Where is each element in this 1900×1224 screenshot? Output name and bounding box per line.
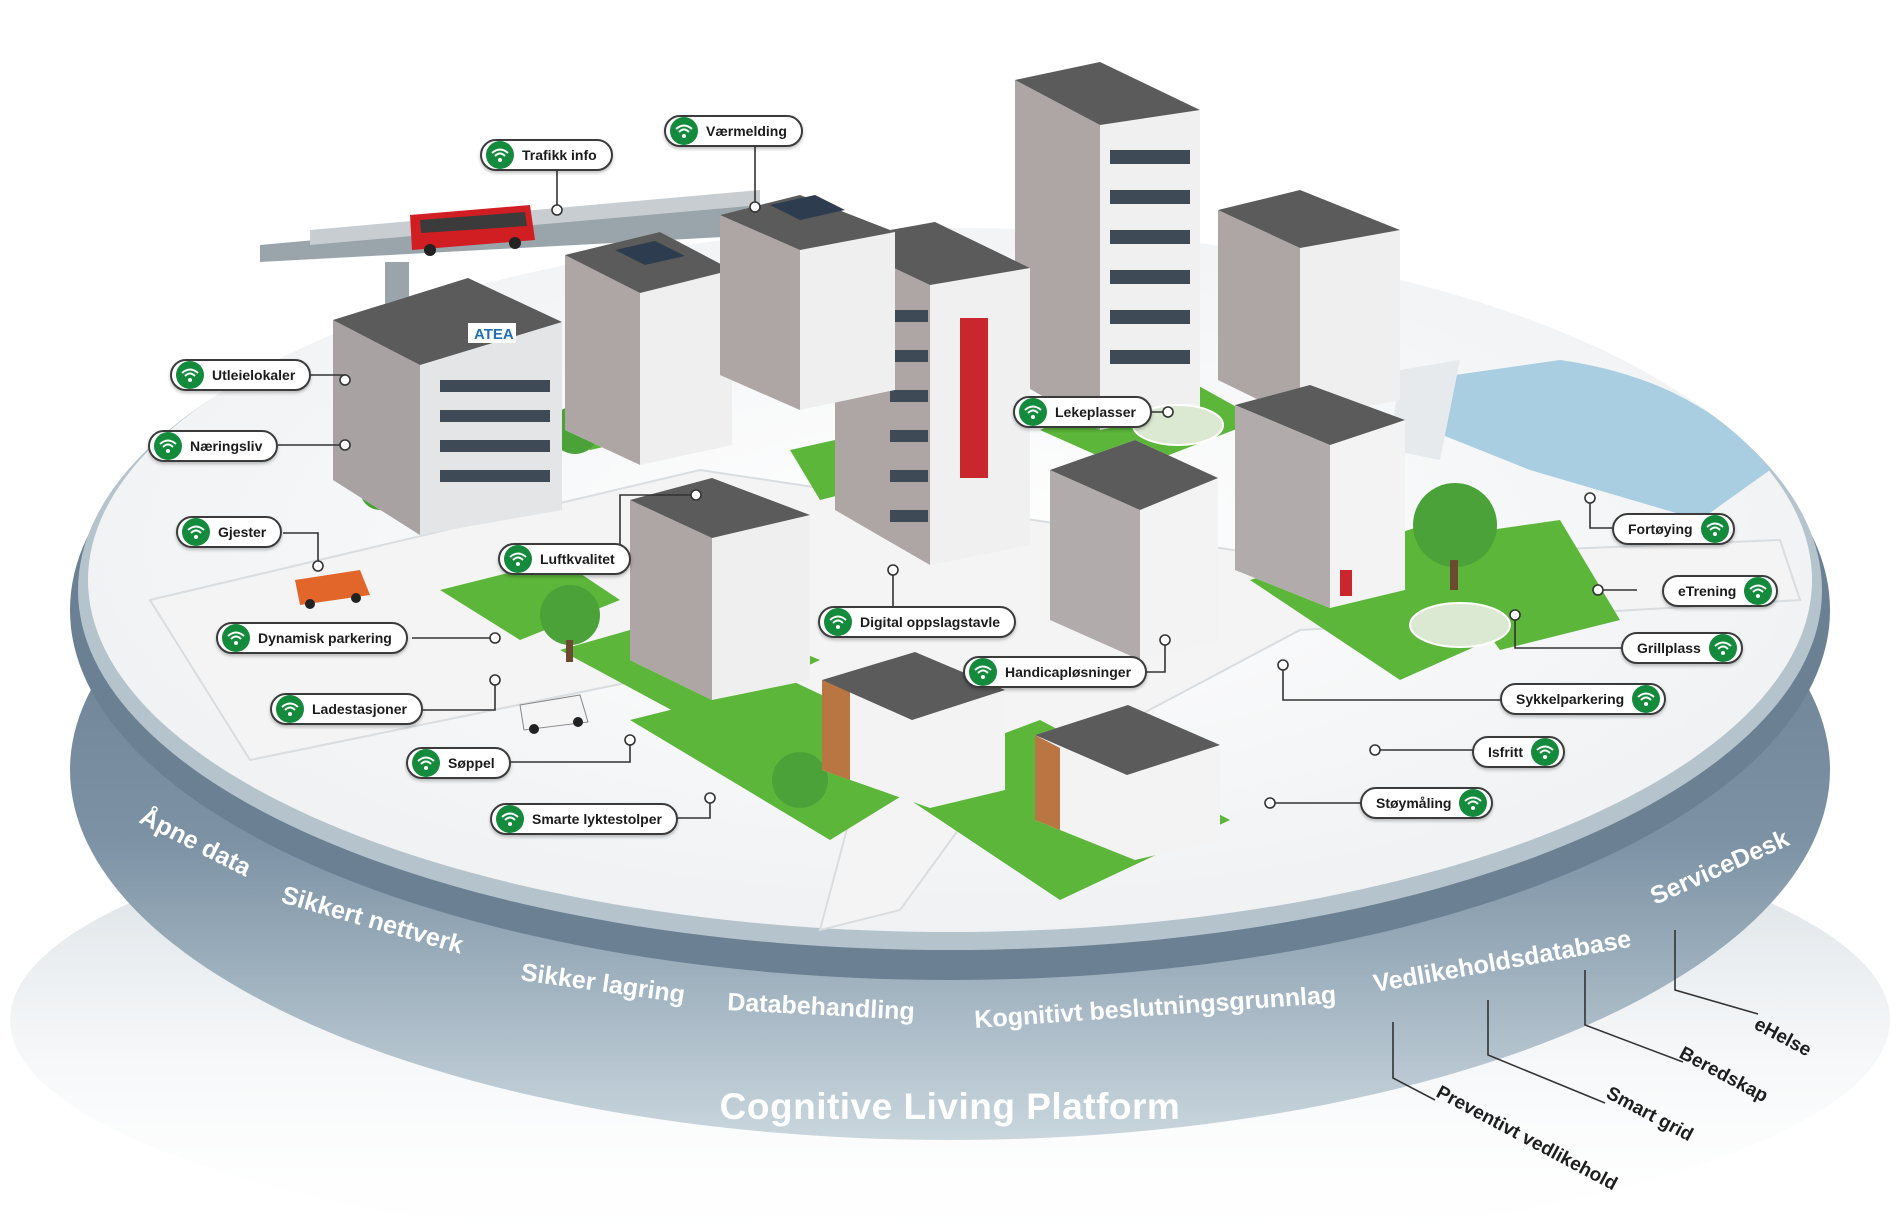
callout-charging-stations: Ladestasjoner [270,693,423,725]
callout-label: Smarte lyktestolper [532,811,662,827]
callout-waste: Søppel [406,747,511,779]
grill-area [1409,602,1511,648]
wifi-icon [504,545,532,573]
callout-label: Ladestasjoner [312,701,407,717]
wifi-icon [412,749,440,777]
wifi-icon [969,658,997,686]
atea-office-building: ATEA [333,278,562,535]
right-tower [1218,190,1400,420]
callout-label: Støymåling [1376,795,1452,811]
callout-smart-lampposts: Smarte lyktestolper [490,803,678,835]
callout-label: eTrening [1678,583,1737,599]
callout-dynamic-parking: Dynamisk parkering [216,622,408,654]
callout-label: Grillplass [1637,640,1701,656]
wifi-icon [496,805,524,833]
wifi-icon [1708,634,1737,662]
wifi-icon [222,624,250,652]
callout-noise-measurement: Støymåling [1360,787,1494,819]
callout-label: Næringsliv [190,438,263,454]
callout-playgrounds: Lekeplasser [1013,396,1152,428]
townhouse-right [1035,705,1220,860]
wifi-icon [486,141,514,169]
callout-accessibility: Handicapløsninger [963,656,1148,688]
callout-label: Gjester [218,524,267,540]
tall-tower [1015,62,1200,430]
callout-business: Næringsliv [148,430,279,462]
callout-rental-premises: Utleielokaler [170,359,312,391]
callout-air-quality: Luftkvalitet [498,543,631,575]
buildings: ATEA [333,62,1405,860]
callout-guests: Gjester [176,516,283,548]
callout-label: Luftkvalitet [540,551,615,567]
solar-apartment [565,232,732,465]
callout-e-training: eTrening [1662,575,1779,607]
callout-ice-free: Isfritt [1472,736,1565,768]
right-apartment [1235,385,1405,608]
callout-barbecue: Grillplass [1621,632,1743,664]
quay [1390,360,1460,460]
callout-digital-noticeboard: Digital oppslagstavle [818,606,1017,638]
callout-label: Værmelding [706,123,787,139]
callout-bike-parking: Sykkelparkering [1500,683,1667,715]
callout-mooring: Fortøying [1612,513,1735,545]
solar-apartment-2 [720,195,895,410]
wifi-icon [1531,738,1559,766]
wifi-icon [670,117,698,145]
bus [410,205,535,256]
wifi-icon [1019,398,1047,426]
water-area [1420,360,1770,520]
wifi-icon [176,361,204,389]
platform-title: Cognitive Living Platform [719,1086,1181,1127]
callout-label: Handicapløsninger [1005,664,1132,680]
callout-label: Søppel [448,755,495,771]
leader-lines [278,130,1637,819]
right-center-building [1050,440,1218,660]
callout-label: Isfritt [1488,744,1523,760]
callout-label: Digital oppslagstavle [860,614,1001,630]
atea-logo: ATEA [474,326,514,343]
wifi-icon [276,695,304,723]
white-car [519,694,589,734]
orange-car [295,570,370,609]
callout-label: Dynamisk parkering [258,630,392,646]
wifi-icon [1744,577,1773,605]
leader-dots [312,201,1604,809]
callout-label: Sykkelparkering [1516,691,1625,707]
center-left-block [630,478,810,700]
callout-label: Lekeplasser [1055,404,1136,420]
wifi-icon [1632,685,1661,713]
callout-traffic-info: Trafikk info [480,139,613,171]
wifi-icon [824,608,852,636]
callout-label: Utleielokaler [212,367,296,383]
callout-weather: Værmelding [664,115,803,147]
wifi-icon [1700,515,1729,543]
wifi-icon [154,432,182,460]
townhouse-left [822,652,1005,808]
wifi-icon [1459,789,1488,817]
callout-label: Trafikk info [522,147,597,163]
callout-label: Fortøying [1628,521,1693,537]
wifi-icon [182,518,210,546]
lower-leader-lines [1392,930,1759,1104]
